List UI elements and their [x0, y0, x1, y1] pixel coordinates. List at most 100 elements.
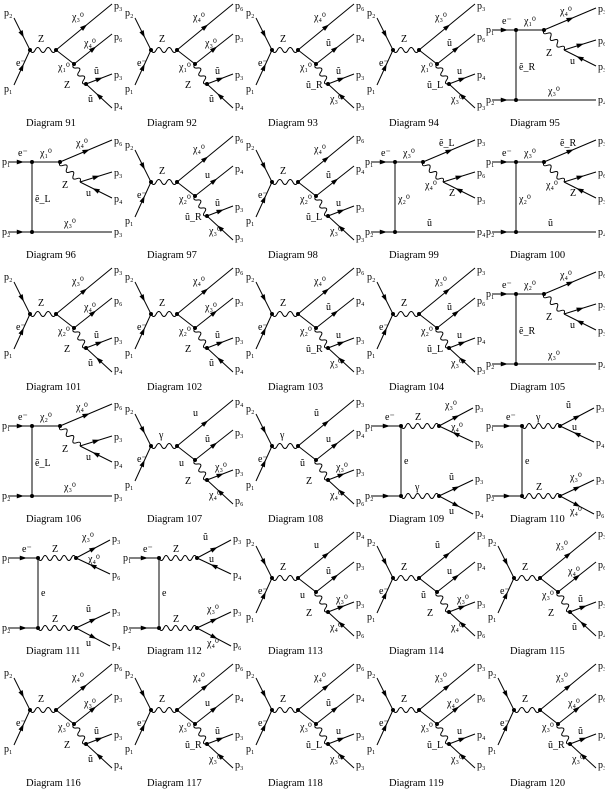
particle-label: χ₃⁰ [456, 594, 469, 605]
propagator-line [521, 423, 561, 429]
particle-label: χ₃⁰ [329, 754, 342, 765]
propagator-label: Z [52, 544, 58, 555]
particle-label: ũ [326, 566, 331, 577]
internal-wavy-line [435, 591, 450, 613]
particle-label: ũ [421, 590, 426, 601]
particle-label: χ₄⁰ [206, 638, 219, 649]
outgoing-leg-3-arrow [95, 737, 103, 743]
particle-label: χ₃⁰ [434, 672, 447, 683]
external-label: e⁻ [258, 190, 268, 201]
propagator-label: Z [401, 694, 407, 705]
particle-label: Z [546, 48, 552, 59]
diagram-caption: Diagram 109 [389, 514, 444, 525]
particle-label: ũ [94, 66, 99, 77]
external-label: p₄ [477, 227, 486, 238]
outgoing-leg-1-arrow [452, 415, 460, 421]
external-label: p₃ [356, 760, 365, 771]
incoming-leg-lower-arrow [502, 591, 508, 600]
particle-label: ũ [326, 302, 331, 313]
external-label: p₆ [235, 265, 244, 276]
propagator-line [392, 707, 420, 713]
external-label: p₃ [114, 730, 123, 741]
external-label: p₃ [235, 760, 244, 771]
vertex [149, 312, 153, 316]
particle-label: ũ_L [427, 80, 443, 91]
particle-label: χ₃⁰ [335, 462, 348, 473]
outgoing-leg-3-arrow [579, 605, 587, 611]
outgoing-leg-3-arrow [95, 341, 103, 347]
particle-label: Z [62, 180, 68, 191]
incoming-leg-lower-arrow [140, 625, 148, 631]
external-label: p₃ [598, 661, 605, 672]
incoming-leg-upper-arrow [18, 294, 24, 302]
external-label: p₆ [356, 1, 365, 12]
diagram-caption: Diagram 117 [147, 778, 202, 789]
external-label: p₄ [356, 296, 365, 307]
external-label: p₃ [477, 136, 486, 147]
external-label: p₆ [112, 570, 121, 581]
incoming-leg-lower-arrow [16, 493, 24, 499]
particle-label: u [179, 458, 184, 469]
particle-label: u [457, 66, 462, 77]
outgoing-leg-4-arrow [338, 489, 345, 496]
particle-label: ẽ_L [439, 138, 455, 149]
particle-label: ũ [572, 622, 577, 633]
particle-label: χ₄⁰ [424, 180, 437, 191]
external-label: p₂ [4, 8, 13, 19]
outgoing-leg-3-arrow [210, 618, 218, 624]
propagator-line [271, 179, 299, 185]
outgoing-leg-3-arrow [337, 77, 345, 83]
external-label: p₆ [477, 32, 486, 43]
incoming-leg-lower-arrow [18, 327, 24, 336]
external-label: p₂ [246, 404, 255, 415]
particle-label: Z [185, 344, 191, 355]
incoming-leg-upper-arrow [139, 426, 145, 434]
particle-label: Z [64, 80, 70, 91]
particle-label: χ₃⁰ [63, 218, 76, 229]
diagram-caption: Diagram 115 [510, 646, 565, 657]
outgoing-leg-1-arrow [564, 552, 572, 559]
outgoing-leg-2-arrow [576, 43, 584, 49]
outgoing-leg-1-arrow [445, 149, 453, 155]
outgoing-leg-2-arrow [210, 310, 218, 317]
outgoing-leg-2-arrow [331, 310, 339, 317]
particle-label: Z [306, 608, 312, 619]
internal-line [55, 313, 75, 329]
external-label: p₁ [4, 84, 13, 95]
particle-label: u [572, 422, 577, 433]
particle-label: χ₃⁰ [299, 722, 312, 733]
particle-label: χ₄⁰ [545, 180, 558, 191]
external-label: p₃ [598, 62, 605, 73]
external-label: p₆ [114, 661, 123, 672]
propagator-line [150, 179, 178, 185]
external-label: e⁻ [379, 586, 389, 597]
particle-label: χ₃⁰ [555, 672, 568, 683]
internal-line [539, 709, 559, 725]
outgoing-leg-2-arrow [576, 307, 584, 313]
outgoing-leg-1-arrow [322, 156, 330, 163]
propagator-line [158, 555, 198, 561]
internal-wavy-line [72, 723, 87, 745]
particle-label: χ₃⁰ [402, 148, 415, 159]
outgoing-leg-2-arrow [331, 442, 339, 449]
external-label: p₃ [356, 70, 365, 81]
incoming-leg-upper-arrow [381, 690, 387, 698]
external-label: p₆ [356, 496, 365, 507]
diagram-caption: Diagram 103 [268, 382, 323, 393]
propagator-label: Z [401, 34, 407, 45]
particle-label: χ₄⁰ [329, 490, 342, 501]
diagram-caption: Diagram 94 [389, 118, 440, 129]
particle-label: ũ_R [548, 740, 565, 751]
internal-line [539, 577, 559, 593]
incoming-leg-upper-arrow [260, 426, 266, 434]
external-label: p₄ [598, 227, 605, 238]
particle-label: u [449, 506, 454, 517]
external-label: p₂ [246, 536, 255, 547]
particle-label: ũ_R [185, 212, 202, 223]
external-label: p₃ [235, 296, 244, 307]
particle-label: ũ_L [427, 344, 443, 355]
